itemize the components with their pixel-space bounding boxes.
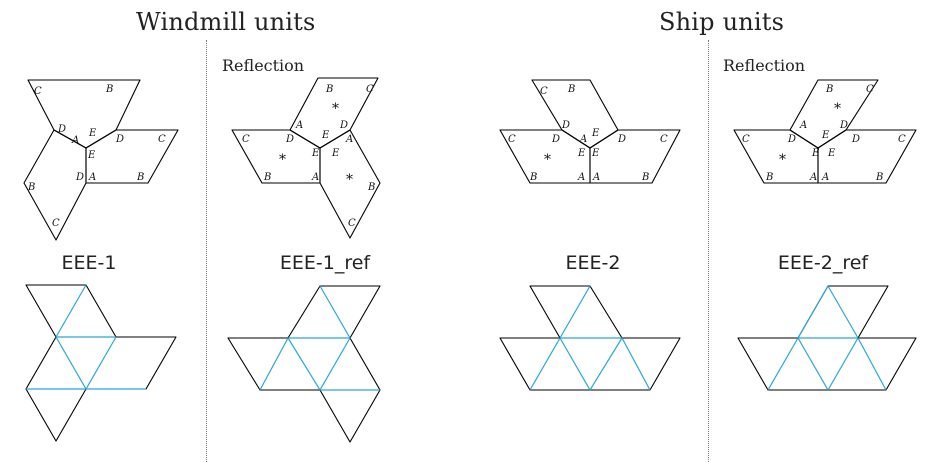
vertex-d: D [787,134,796,145]
rhombus-right [817,129,917,184]
vertex-b: B [263,172,271,183]
vertex-d: D [551,134,560,145]
rhombus-right [589,129,681,184]
lattice-eee-2-ref [737,285,917,391]
lattice-inner-edges [529,285,651,391]
reflection-label-windmill: Reflection [222,56,305,75]
reflection-label-ship: Reflection [723,56,806,75]
vertex-c: C [34,86,42,97]
reflection-marker: * [834,101,841,117]
vertex-d: D [561,120,570,131]
vertex-a: A [311,172,319,183]
vertex-a: A [71,135,79,146]
reflection-marker: * [779,152,786,168]
vertex-d: D [285,134,294,145]
reflection-marker: * [332,101,339,117]
vertex-c: C [508,134,516,145]
vertex-e: E [331,148,340,159]
lattice-eee-1 [25,284,177,442]
unit-eee-1: C B D A E E D C A B D B C [23,79,179,241]
lattice-outline [227,285,381,443]
reflection-marker: * [279,152,286,168]
vertex-c: C [52,218,60,229]
vertex-e: E [88,128,97,139]
vertex-d: D [75,172,84,183]
vertex-d: D [617,134,626,145]
unit-eee-2: C B C D D A E E E D C B A A B * [499,79,681,184]
vertex-d: D [839,120,848,131]
vertex-b: B [105,84,113,95]
vertex-b: B [27,182,35,193]
vertex-a: A [295,120,303,131]
vertex-a: A [88,172,96,183]
reflection-marker: * [346,172,353,188]
vertex-a: A [592,172,600,183]
vertex-e: E [591,148,600,159]
vertex-e: E [591,128,600,139]
vertex-c: C [366,84,374,95]
vertex-e: E [821,130,830,141]
vertex-b: B [765,172,773,183]
vertex-b: B [529,172,537,183]
vertex-a: A [799,120,807,131]
vertex-b: B [136,172,144,183]
vertex-d: D [851,134,860,145]
vertex-c: C [742,134,750,145]
vertex-c: C [660,134,668,145]
lattice-eee-1-ref [227,285,381,443]
vertex-a: A [577,172,585,183]
vertex-e: E [577,148,586,159]
vertex-b: B [367,182,375,193]
unit-label-eee-1: EEE-1 [61,252,117,274]
vertex-a: A [345,134,353,145]
vertex-a: A [821,172,829,183]
vertex-e: E [321,130,330,141]
vertex-e: E [311,148,320,159]
vertex-a: A [579,134,587,145]
vertex-b: B [825,84,833,95]
vertex-b: B [325,84,333,95]
unit-label-eee-2-ref: EEE-2_ref [777,252,869,274]
vertex-c: C [242,134,250,145]
windmill-units-title: Windmill units [136,8,316,36]
vertex-c: C [898,134,906,145]
lattice-eee-2 [499,285,681,391]
divider-ship [708,40,709,462]
vertex-e: E [827,148,836,159]
vertex-c: C [540,86,548,97]
vertex-b: B [641,172,649,183]
vertex-c: C [866,84,874,95]
divider-windmill [206,40,207,462]
vertex-e: E [811,148,820,159]
rhombus-left [23,129,87,241]
vertex-e: E [87,150,96,161]
vertex-d: D [115,134,124,145]
lattice-inner-edges [259,285,380,391]
vertex-c: C [348,218,356,229]
vertex-b: B [875,172,883,183]
unit-eee-1-ref: C D A E E E D A B C B A B C * * * [231,77,381,239]
vertex-d: D [57,124,66,135]
vertex-a: A [809,172,817,183]
ship-units-title: Ship units [659,8,785,36]
unit-label-eee-2: EEE-2 [565,252,621,274]
lattice-inner-edges [26,284,146,390]
unit-eee-2-ref: B C C D A E E E D D C B A A B * * [733,79,917,184]
reflection-marker: * [544,152,551,168]
vertex-c: C [158,134,166,145]
vertex-d: D [339,120,348,131]
vertex-b: B [567,84,575,95]
lattice-inner-edges [767,285,887,391]
rhombus-right [319,129,381,239]
unit-label-eee-1-ref: EEE-1_ref [279,252,371,274]
